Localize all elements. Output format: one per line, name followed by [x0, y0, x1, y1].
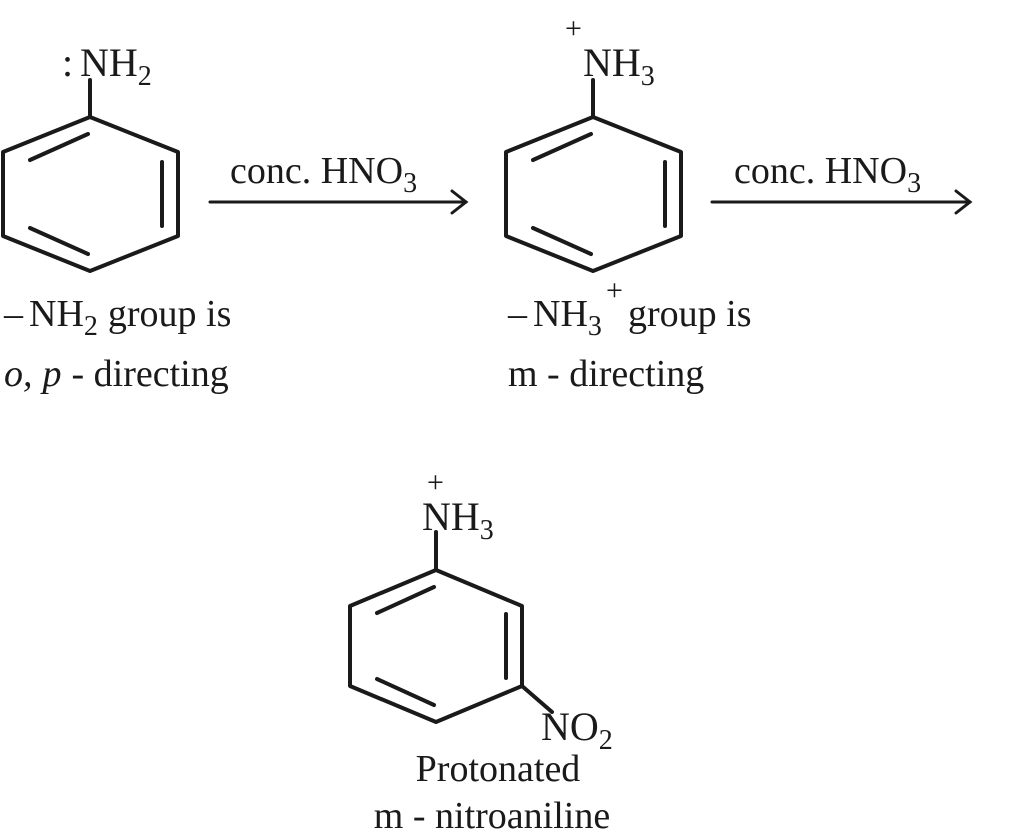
aniline-double-bond-3 — [28, 226, 90, 256]
reaction-arrow-2: conc. HNO3 — [710, 150, 973, 215]
anilinium-note-line1-text: group is — [628, 293, 752, 335]
aniline-benzene-ring — [1, 115, 180, 273]
product-nitro-group: NO2 — [541, 704, 613, 756]
aniline-note-line2: o,p- directing — [4, 353, 229, 395]
aniline-amino-group: NH2 — [80, 40, 152, 92]
product-charge: + — [427, 466, 444, 499]
anilinium-double-bond-3 — [531, 226, 593, 256]
product-no2-bond — [520, 684, 554, 714]
arrow-2-head — [954, 189, 973, 215]
reaction-arrow-1: conc. HNO3 — [208, 150, 469, 215]
product-name-line1: Protonated — [416, 748, 581, 790]
anilinium-note-line2: m - directing — [508, 353, 704, 395]
product-ammonium-group: NH3 — [422, 494, 494, 546]
anilinium-benzene-ring — [504, 115, 683, 273]
anilinium-double-bond-1 — [531, 132, 593, 162]
aniline-double-bond-1 — [28, 132, 90, 162]
product-molecule: + NH3 NO2 — [348, 466, 613, 756]
arrow-2-reagent: conc. HNO3 — [734, 150, 921, 199]
anilinium-charge: + — [565, 12, 582, 45]
arrow-1-head — [450, 189, 469, 215]
anilinium-ammonium-group: NH3 — [583, 40, 655, 92]
product-double-bond-1 — [375, 585, 436, 615]
aniline-molecule: : NH2 — [1, 40, 180, 273]
product-name-line2: m - nitroaniline — [374, 795, 610, 835]
anilinium-note-line1: –NH3 — [507, 293, 602, 342]
product-double-bond-3 — [375, 677, 436, 707]
product-benzene-ring — [348, 568, 524, 724]
aniline-lone-pair: : — [62, 40, 73, 85]
arrow-1-reagent: conc. HNO3 — [230, 150, 417, 199]
anilinium-molecule: + NH3 — [504, 12, 683, 273]
anilinium-note-charge: + — [606, 274, 623, 307]
